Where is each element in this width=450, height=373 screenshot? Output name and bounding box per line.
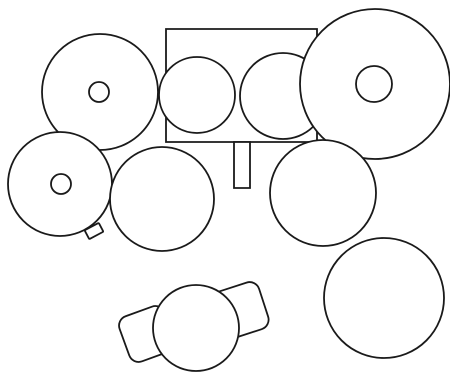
left-crash-cymbal-bell bbox=[89, 82, 109, 102]
hi-hat-cymbal-bell bbox=[51, 174, 71, 194]
right-ride-cymbal-bell bbox=[356, 66, 392, 102]
floor-tom-left bbox=[270, 140, 376, 246]
bass-drum-pedal-shaft bbox=[234, 142, 250, 188]
drummer-seat-cushion bbox=[153, 285, 239, 371]
snare-drum bbox=[110, 147, 214, 251]
floor-tom-right bbox=[324, 238, 444, 358]
rack-tom-left bbox=[159, 57, 235, 133]
right-ride-cymbal bbox=[300, 9, 450, 159]
